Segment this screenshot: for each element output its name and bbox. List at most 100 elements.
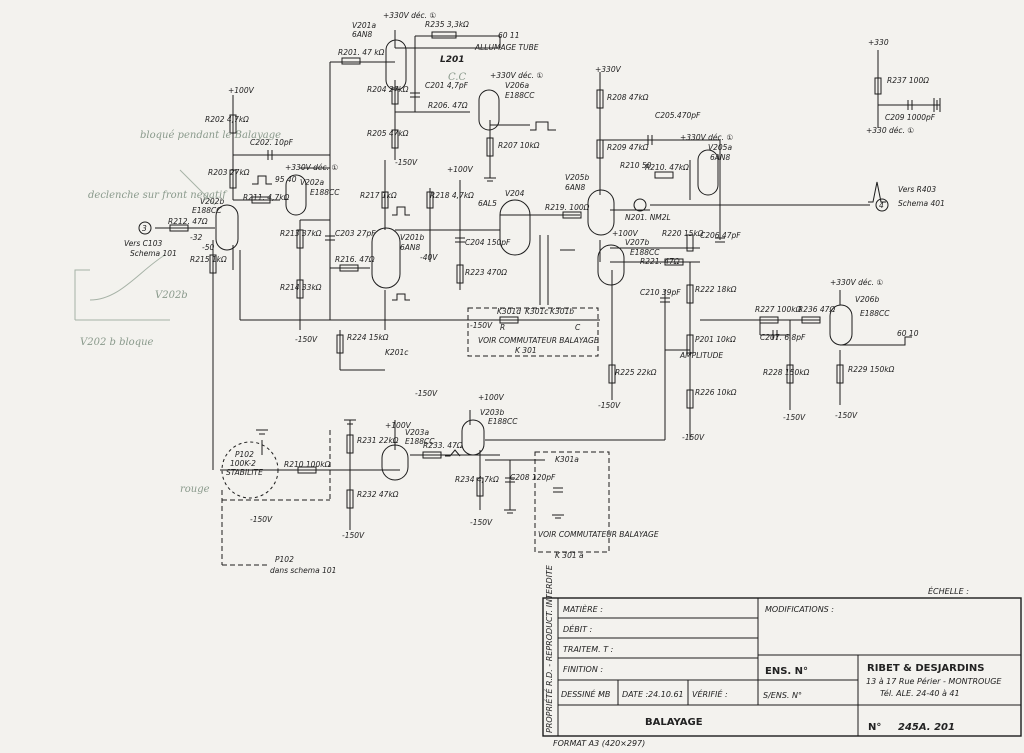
label-v204: V204 [505,189,525,198]
label-v202a-supply: +330V déc. ① [285,163,338,172]
title-tel: Tél. ALE. 24-40 à 41 [880,688,960,698]
title-format: FORMAT A3 (420×297) [553,739,645,748]
label-allumage: ALLUMAGE TUBE [474,43,539,52]
title-modifications: MODIFICATIONS : [765,605,834,614]
label-k301d: K301d [497,307,521,316]
label-r221: R221. 47Ω [640,257,680,266]
label-c209: C209 1000pF [885,113,936,122]
title-name: BALAYAGE [645,717,703,728]
label-r210: R210 50 [620,161,652,170]
title-sens-no: S/ENS. N° [763,691,802,700]
label-r229: R229 150kΩ [848,365,895,374]
label-neg150-a: -150V [395,158,418,167]
label-v205a-supply: +330V déc. ① [680,133,733,142]
label-r203: R203 27kΩ [208,168,250,177]
label-v201a-type: 6AN8 [352,30,373,39]
label-r216: R216. 47Ω [335,255,375,264]
label-p102-ref: P102 [275,555,294,564]
label-c203: C203 27pF [335,229,376,238]
label-neg150-b: -150V [295,335,318,344]
label-neg50: -50 [202,243,214,252]
label-r224: R224 15kΩ [347,333,389,342]
title-ens-no: ENS. N° [765,666,808,677]
label-stabilite: STABILITE [226,468,263,477]
label-n201: N201. NM2L [625,213,671,222]
label-r206: R206. 47Ω [428,101,468,110]
label-neg150-i: -150V [342,531,365,540]
label-r202: R202 4,7kΩ [205,115,249,124]
label-neg150-f: -150V [835,411,858,420]
label-c201: C201 4,7pF [425,81,469,90]
label-r208: R208 47kΩ [607,93,649,102]
title-matiere: MATIÈRE : [563,603,603,614]
label-v201b-type: 6AN8 [400,243,421,252]
title-debit: DÉBIT : [563,623,592,634]
label-plus100-a: +100V [228,86,255,95]
label-r211: R211. 4,7kΩ [243,193,290,202]
label-v204-type: 6AL5 [478,199,497,208]
handwritten-v202b-bloque: V202 b bloque [80,337,154,348]
label-v206a-type: E188CC [505,91,535,100]
title-number: 245A. 201 [898,722,955,733]
label-r212: R212. 47Ω [168,217,208,226]
handwritten-rouge: rouge [180,484,210,495]
label-vers-c103: Vers C103 [124,239,162,248]
label-neg40: -40V [420,253,438,262]
title-number-prefix: N° [868,722,881,733]
handwritten-bloque: bloqué pendant le Balayage [140,130,281,141]
label-r214: R214 33kΩ [280,283,322,292]
label-pulse-60: 60 10 [897,329,919,338]
label-v202b: V202b [200,197,224,206]
label-plus330-dec: +330 déc. ① [866,126,914,135]
label-c204: C204 150pF [465,238,511,247]
label-k301: K 301 [515,346,537,355]
label-p102-val: 100K-2 [230,459,256,468]
label-dans-schema: dans schema 101 [270,566,336,575]
label-amplitude: AMPLITUDE [679,351,723,360]
label-pulse-95: 95 40 [275,175,297,184]
label-r205: R205 47kΩ [367,129,409,138]
label-v207b: V207b [625,238,649,247]
label-c205: C205.470pF [655,111,701,120]
label-v205b: V205b [565,173,589,182]
label-v206a: V206a [505,81,529,90]
title-finition: FINITION : [563,665,603,674]
title-echelle: ÉCHELLE : [928,585,969,596]
label-r204: R204 27kΩ [367,85,409,94]
title-dessine: DESSINÉ : [561,688,601,699]
title-date-val: 24.10.61 [648,690,684,699]
label-r222: R222 18kΩ [695,285,737,294]
title-traitement: TRAITEM. T : [563,645,614,654]
label-r218: R218 4,7kΩ [430,191,474,200]
label-r227: R227 100kΩ [755,305,802,314]
label-r236: R236 47Ω [798,305,835,314]
label-out4: 4 [879,201,884,210]
label-neg150-g: -150V [598,401,621,410]
label-r210b: R210. 47kΩ [645,163,689,172]
label-k301a-b: K 301 a [555,551,584,560]
handwritten-declenche: declenche sur front negatif [88,190,228,201]
label-k201c: K201c [385,348,409,357]
label-neg32: -32 [190,233,202,242]
label-schema101: Schema 101 [130,249,177,258]
title-dessine-val: MB [598,690,610,699]
label-v202a-type: E188CC [310,188,340,197]
label-r225: R225 22kΩ [615,368,657,377]
label-schema401: Schema 401 [898,199,945,208]
label-r231: R231 22kΩ [357,436,399,445]
label-pulse-top: 60 11 [498,31,519,40]
label-plus100-d: +100V [478,393,505,402]
label-c207: C207. 6,8pF [760,333,806,342]
label-v207b-type: E188CC [630,248,660,257]
label-r226: R226 10kΩ [695,388,737,397]
label-k301c: K301c [525,307,549,316]
label-r: R [500,323,505,332]
label-c206: C206 47pF [700,231,741,240]
label-r209: R209 47kΩ [607,143,649,152]
label-v203b: V203b [480,408,504,417]
label-v202b-type: E188CC [192,206,222,215]
label-p201: P201 10kΩ [695,335,736,344]
label-r201: R201. 47 kΩ [338,48,385,57]
